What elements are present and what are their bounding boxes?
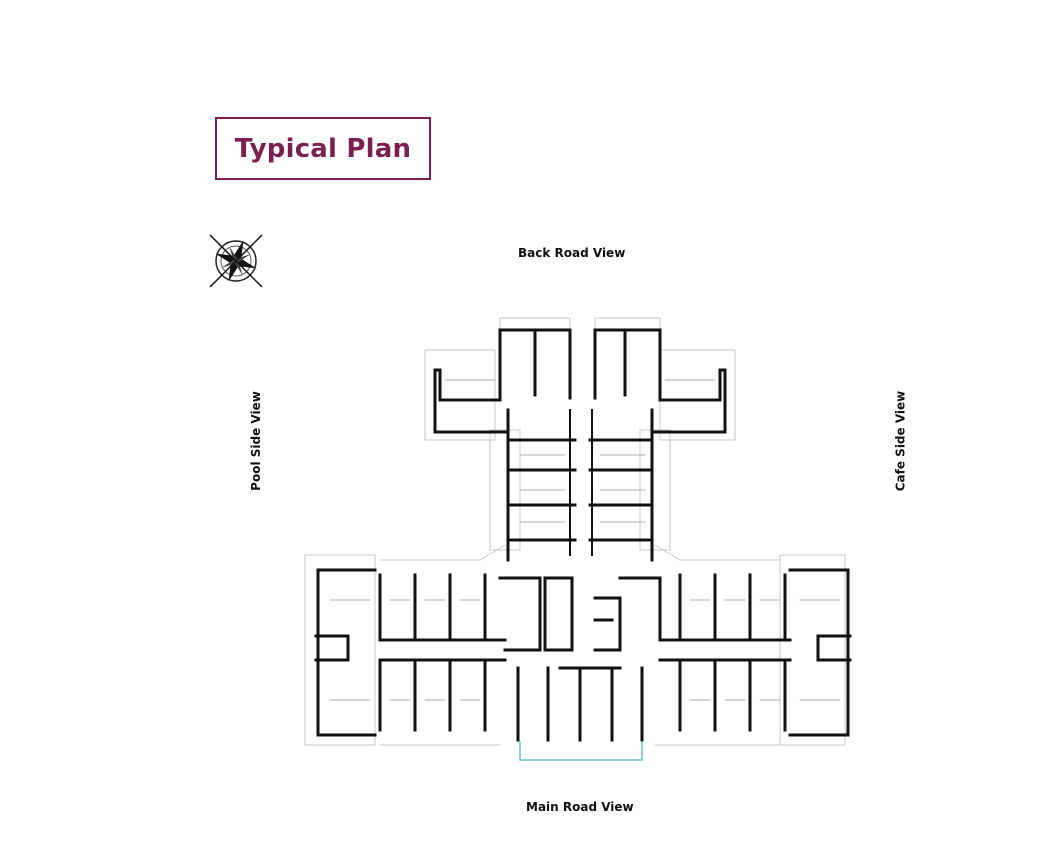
view-label-top: Back Road View: [518, 246, 626, 260]
page-title: Typical Plan: [234, 133, 412, 164]
compass-rose-icon: [209, 234, 263, 288]
view-label-bottom: Main Road View: [526, 800, 634, 814]
view-label-left: Pool Side View: [248, 391, 263, 491]
title-box: Typical Plan: [215, 117, 431, 180]
view-label-right: Cafe Side View: [893, 390, 908, 492]
plan-drawing: [304, 317, 852, 761]
